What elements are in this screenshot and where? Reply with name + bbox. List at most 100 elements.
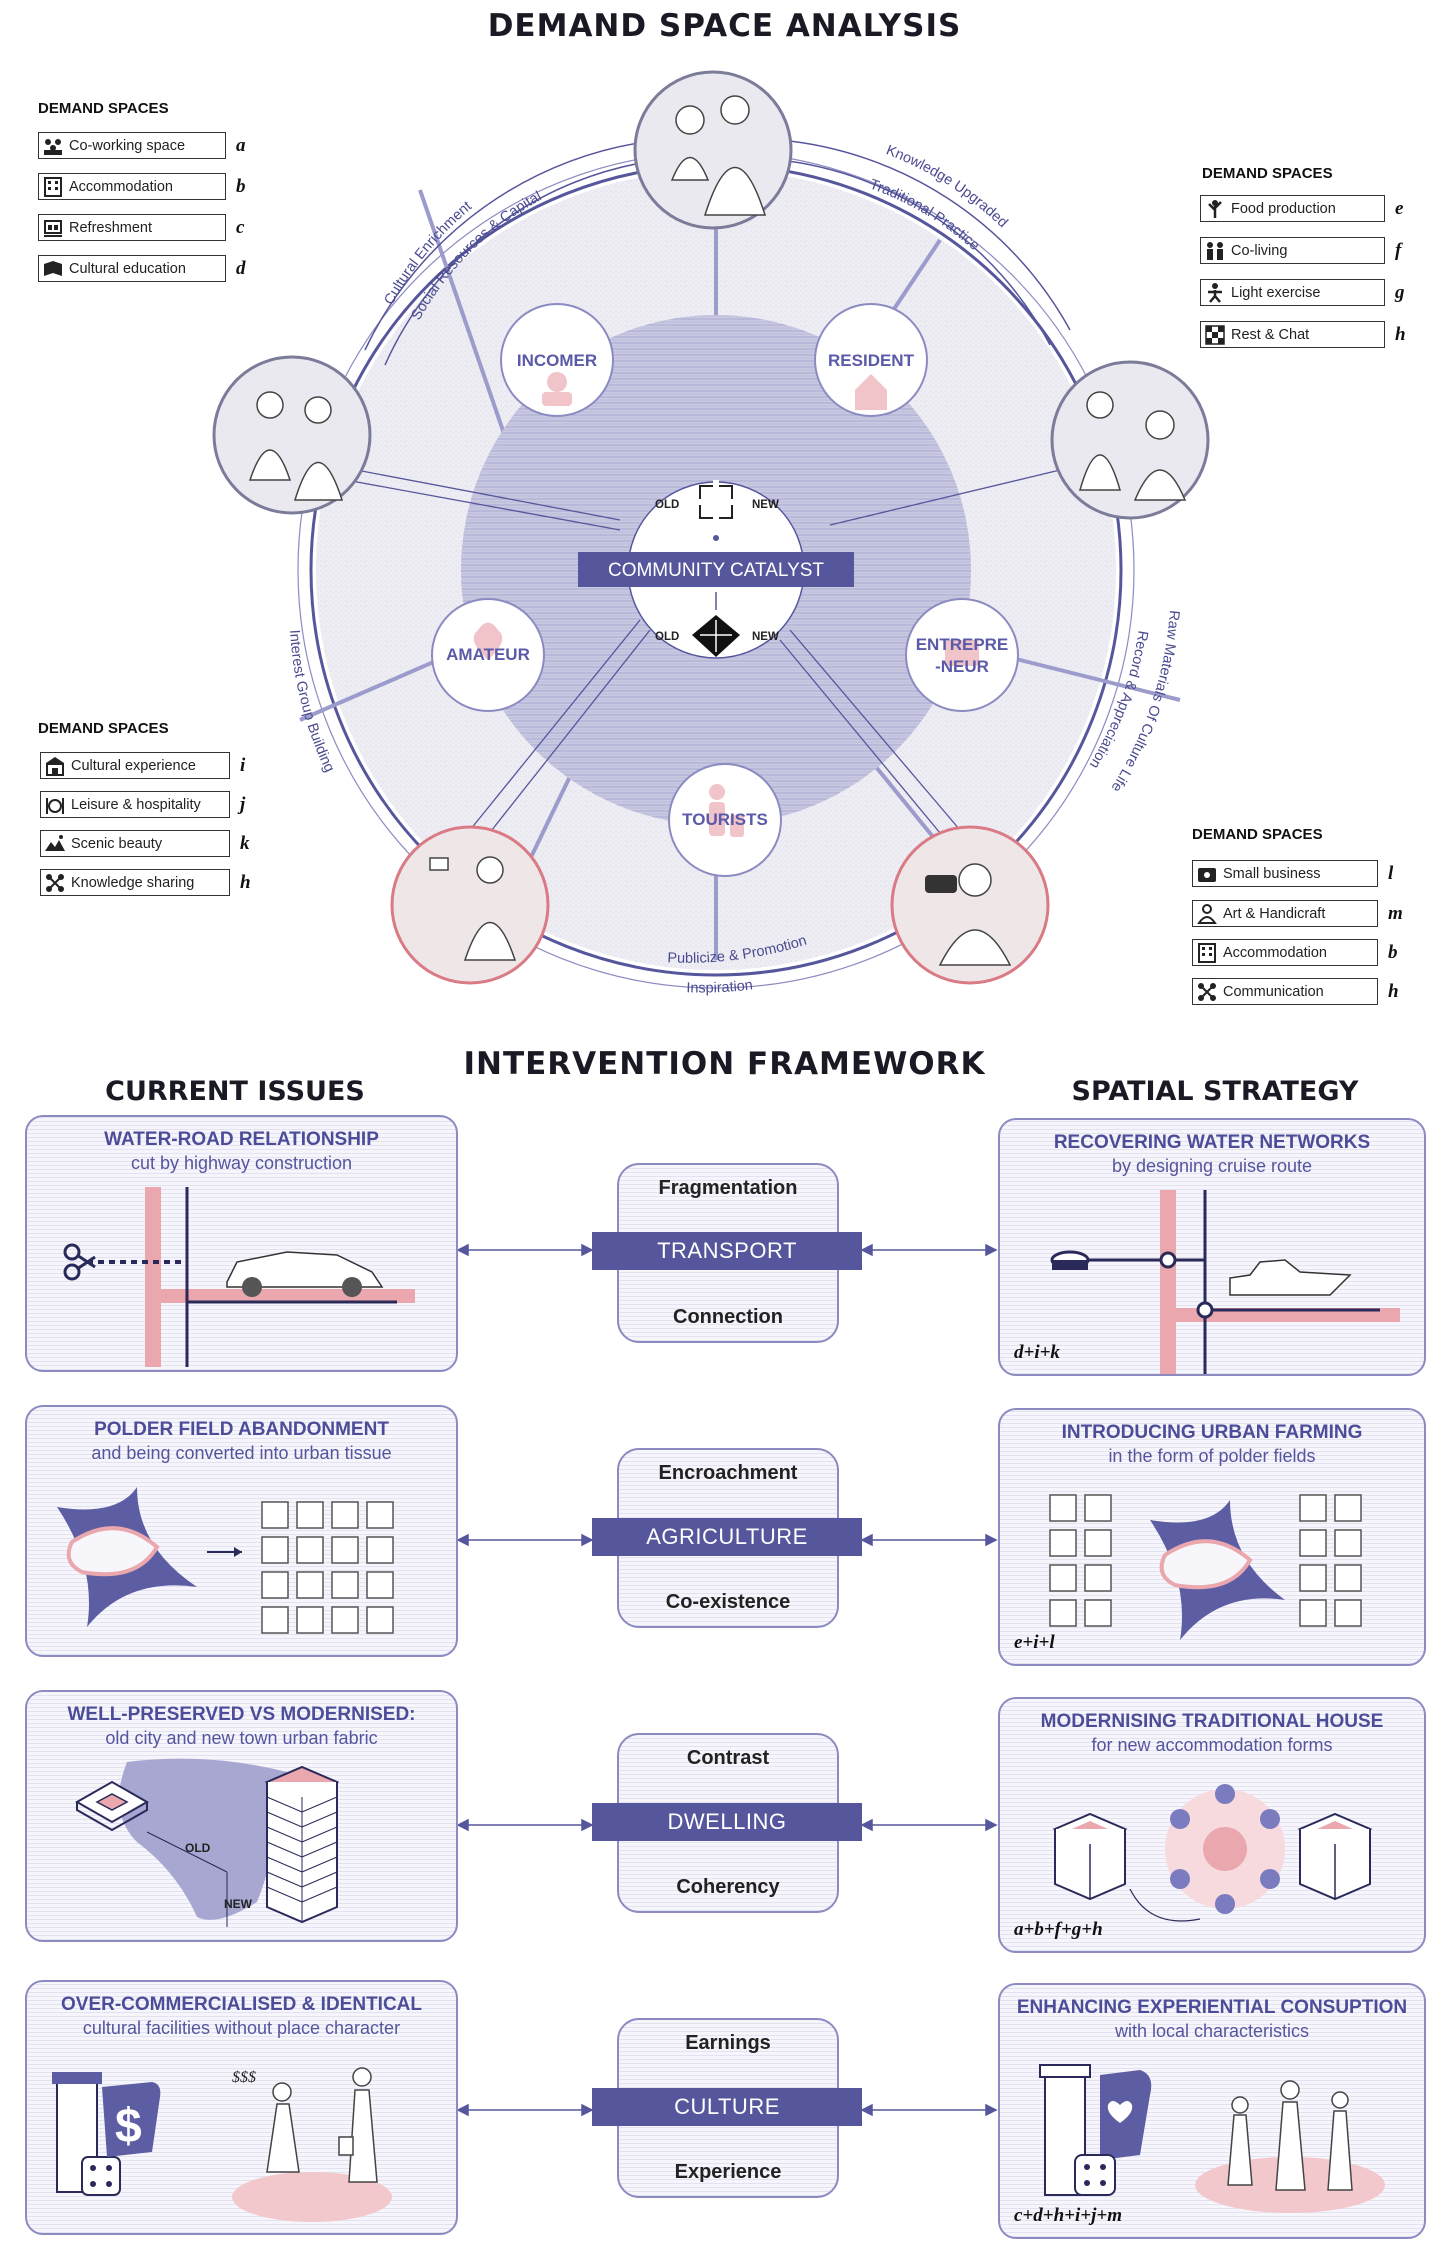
old-label-top: OLD [655, 499, 679, 511]
legend-item: Cultural education d [38, 255, 246, 282]
strategy-panel-agriculture: INTRODUCING URBAN FARMING in the form of… [998, 1408, 1426, 1666]
photo-top [633, 70, 793, 230]
role-entrepreneur: ENTREPRE -NEUR [905, 598, 1019, 712]
demand-code: c+d+h+i+j+m [1014, 2205, 1122, 2226]
legend-item: Co-living f [1200, 237, 1401, 264]
people-group-icon [42, 135, 64, 157]
role-resident: RESIDENT [814, 303, 928, 417]
old-new-fabric-illustration: OLD NEW [74, 1758, 340, 1927]
polder-abandonment-illustration [57, 1487, 394, 1634]
tower-icon [264, 1765, 340, 1924]
theme-band-dwelling: DWELLING [592, 1803, 862, 1841]
current-issues-heading: CURRENT ISSUES [105, 1076, 365, 1107]
legend-item: Leisure & hospitality j [40, 791, 245, 818]
strategy-panel-transport: RECOVERING WATER NETWORKS by designing c… [998, 1118, 1426, 1376]
demand-code: e+i+l [1014, 1632, 1055, 1653]
legend-item: Accommodation b [38, 173, 246, 200]
role-tourists: TOURISTS [668, 763, 782, 877]
center-band [578, 552, 854, 587]
dollar-card-icon: $ [102, 2082, 161, 2157]
legend-top-left-title: DEMAND SPACES [38, 100, 169, 117]
role-incomer-label: INCOMER [517, 351, 597, 370]
demand-code: a+b+f+g+h [1014, 1919, 1103, 1940]
svg-text:$: $ [115, 2100, 142, 2153]
new-tag: NEW [224, 1897, 253, 1911]
plant-icon [1204, 198, 1226, 220]
wallet-icon [1196, 863, 1218, 885]
scissors-icon [63, 1243, 96, 1281]
dice-icon [81, 2156, 121, 2196]
legend-bottom-left-title: DEMAND SPACES [38, 720, 169, 737]
connector-arrows [329, 464, 1061, 846]
commercialised-illustration: $ $$$ [52, 2067, 392, 2222]
building-icon [42, 176, 64, 198]
legend-item: Scenic beauty k [40, 830, 250, 857]
diamond-icon [692, 592, 740, 657]
person-figure-right [338, 2067, 378, 2183]
artisan-icon [1196, 903, 1218, 925]
role-entrepreneur-label-2: -NEUR [935, 657, 989, 676]
car-icon [226, 1251, 384, 1297]
legend-item: Knowledge sharing h [40, 869, 251, 896]
crowd-figures [1227, 2080, 1353, 2191]
family-icon [1204, 240, 1226, 262]
issue-panel-transport: WATER-ROAD RELATIONSHIP cut by highway c… [25, 1115, 458, 1372]
legend-item: Light exercise g [1200, 279, 1405, 306]
experiential-illustration [1039, 2064, 1385, 2213]
role-incomer: INCOMER [500, 303, 614, 417]
theme-band-agriculture: AGRICULTURE [592, 1518, 862, 1556]
cruise-route-illustration [1050, 1190, 1400, 1374]
heart-card-icon [1100, 2070, 1152, 2160]
legend-item: Art & Handicraft m [1192, 900, 1403, 927]
new-label-top: NEW [752, 499, 779, 511]
shop-icon [44, 755, 66, 777]
tape-icon [1050, 1250, 1090, 1270]
role-amateur: AMATEUR [431, 598, 545, 712]
legend-item: Rest & Chat h [1200, 321, 1406, 348]
theme-band-culture: CULTURE [592, 2088, 862, 2126]
exercise-icon [1204, 282, 1226, 304]
water-road-illustration [63, 1187, 415, 1367]
issue-panel-agriculture: POLDER FIELD ABANDONMENT and being conve… [25, 1405, 458, 1657]
old-tag: OLD [185, 1841, 211, 1855]
arc-label-inspiration: Inspiration [686, 977, 753, 996]
photo-right [1050, 360, 1210, 520]
legend-top-right-title: DEMAND SPACES [1202, 165, 1333, 182]
new-label-bottom: NEW [752, 631, 779, 643]
book-icon [42, 258, 64, 280]
money-tag: $$$ [232, 2069, 256, 2086]
legend-item: Refreshment c [38, 214, 244, 241]
strategy-panel-culture: ENHANCING EXPERIENTIAL CONSUPTION with l… [998, 1983, 1426, 2239]
demand-code: d+i+k [1014, 1342, 1060, 1363]
legend-item: Food production e [1200, 195, 1403, 222]
framework-title: INTERVENTION FRAMEWORK [463, 1046, 986, 1082]
framework-connectors [456, 1243, 998, 2117]
strategy-panel-dwelling: MODERNISING TRADITIONAL HOUSE for new ac… [998, 1697, 1426, 1953]
theme-band-transport: TRANSPORT [592, 1232, 862, 1270]
legend-item: Co-working space a [38, 132, 246, 159]
legend-item: Cultural experience i [40, 752, 245, 779]
legend-item: Communication h [1192, 978, 1399, 1005]
legend-bottom-right-title: DEMAND SPACES [1192, 826, 1323, 843]
dice-icon [1074, 2154, 1116, 2196]
spatial-strategy-heading: SPATIAL STRATEGY [1071, 1076, 1359, 1107]
demand-diagram: COMMUNITY CATALYST OLD NEW OLD NEW INCOM… [212, 70, 1210, 997]
role-amateur-label: AMATEUR [446, 645, 530, 664]
issue-panel-culture: OVER-COMMERCIALISED & IDENTICAL cultural… [25, 1980, 458, 2235]
house-box-left [1052, 1812, 1128, 1901]
cafe-icon [42, 217, 64, 239]
photo-left [212, 355, 372, 515]
role-tourists-label: TOURISTS [682, 810, 768, 829]
transform-icon [694, 480, 738, 541]
top-arcs [364, 139, 1071, 366]
role-entrepreneur-label-1: ENTREPRE [916, 635, 1009, 654]
dining-icon [44, 794, 66, 816]
old-house-icon [74, 1780, 150, 1832]
network-icon [1196, 981, 1218, 1003]
center-label: COMMUNITY CATALYST [608, 560, 824, 581]
page-title: DEMAND SPACE ANALYSIS [487, 8, 962, 44]
landscape-icon [44, 833, 66, 855]
legend-item: Accommodation b [1192, 939, 1398, 966]
urban-farming-illustration [1049, 1494, 1362, 1640]
checker-icon [1204, 324, 1226, 346]
